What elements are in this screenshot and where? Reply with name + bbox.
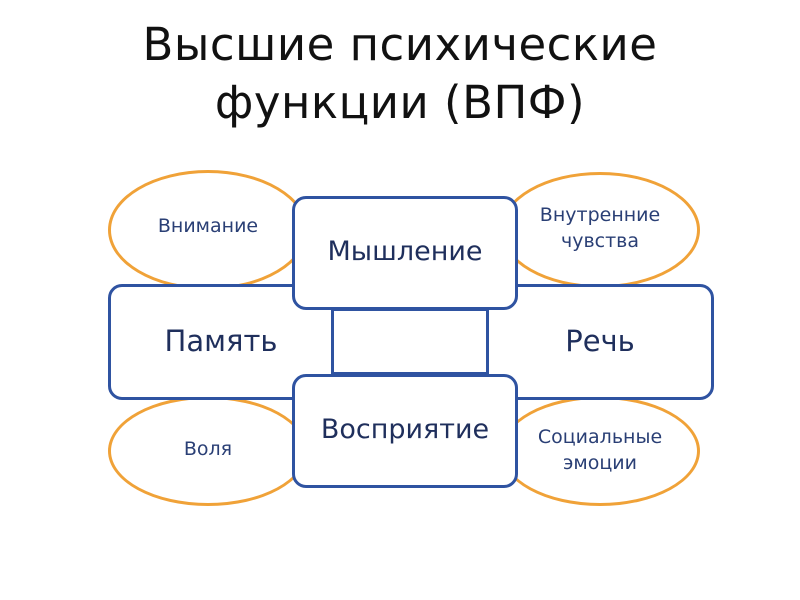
label-thinking: Мышление [327, 236, 483, 267]
label-memory: Память [164, 324, 278, 358]
label-attention: Внимание [157, 215, 259, 237]
label-social-emotions-line-2: эмоции [562, 452, 637, 474]
box-speech [486, 284, 714, 400]
slide-title: Высшие психические функции (ВПФ) [0, 16, 800, 132]
box-thinking [292, 196, 518, 310]
oval-inner-feelings [500, 172, 700, 288]
label-inner-feelings-line-2: чувства [560, 230, 640, 252]
label-social-emotions: Социальные эмоции [500, 424, 700, 476]
label-social-emotions-line-1: Социальные [537, 426, 663, 448]
label-inner-feelings: Внутренние чувства [500, 202, 700, 254]
connector-line-bottom [330, 372, 490, 375]
label-perception: Восприятие [320, 414, 490, 445]
label-will: Воля [183, 438, 233, 460]
title-line-1: Высшие психические [142, 18, 658, 71]
title-line-2: функции (ВПФ) [214, 76, 586, 129]
label-inner-feelings-line-1: Внутренние [539, 204, 661, 226]
label-speech: Речь [565, 324, 635, 358]
box-perception [292, 374, 518, 488]
